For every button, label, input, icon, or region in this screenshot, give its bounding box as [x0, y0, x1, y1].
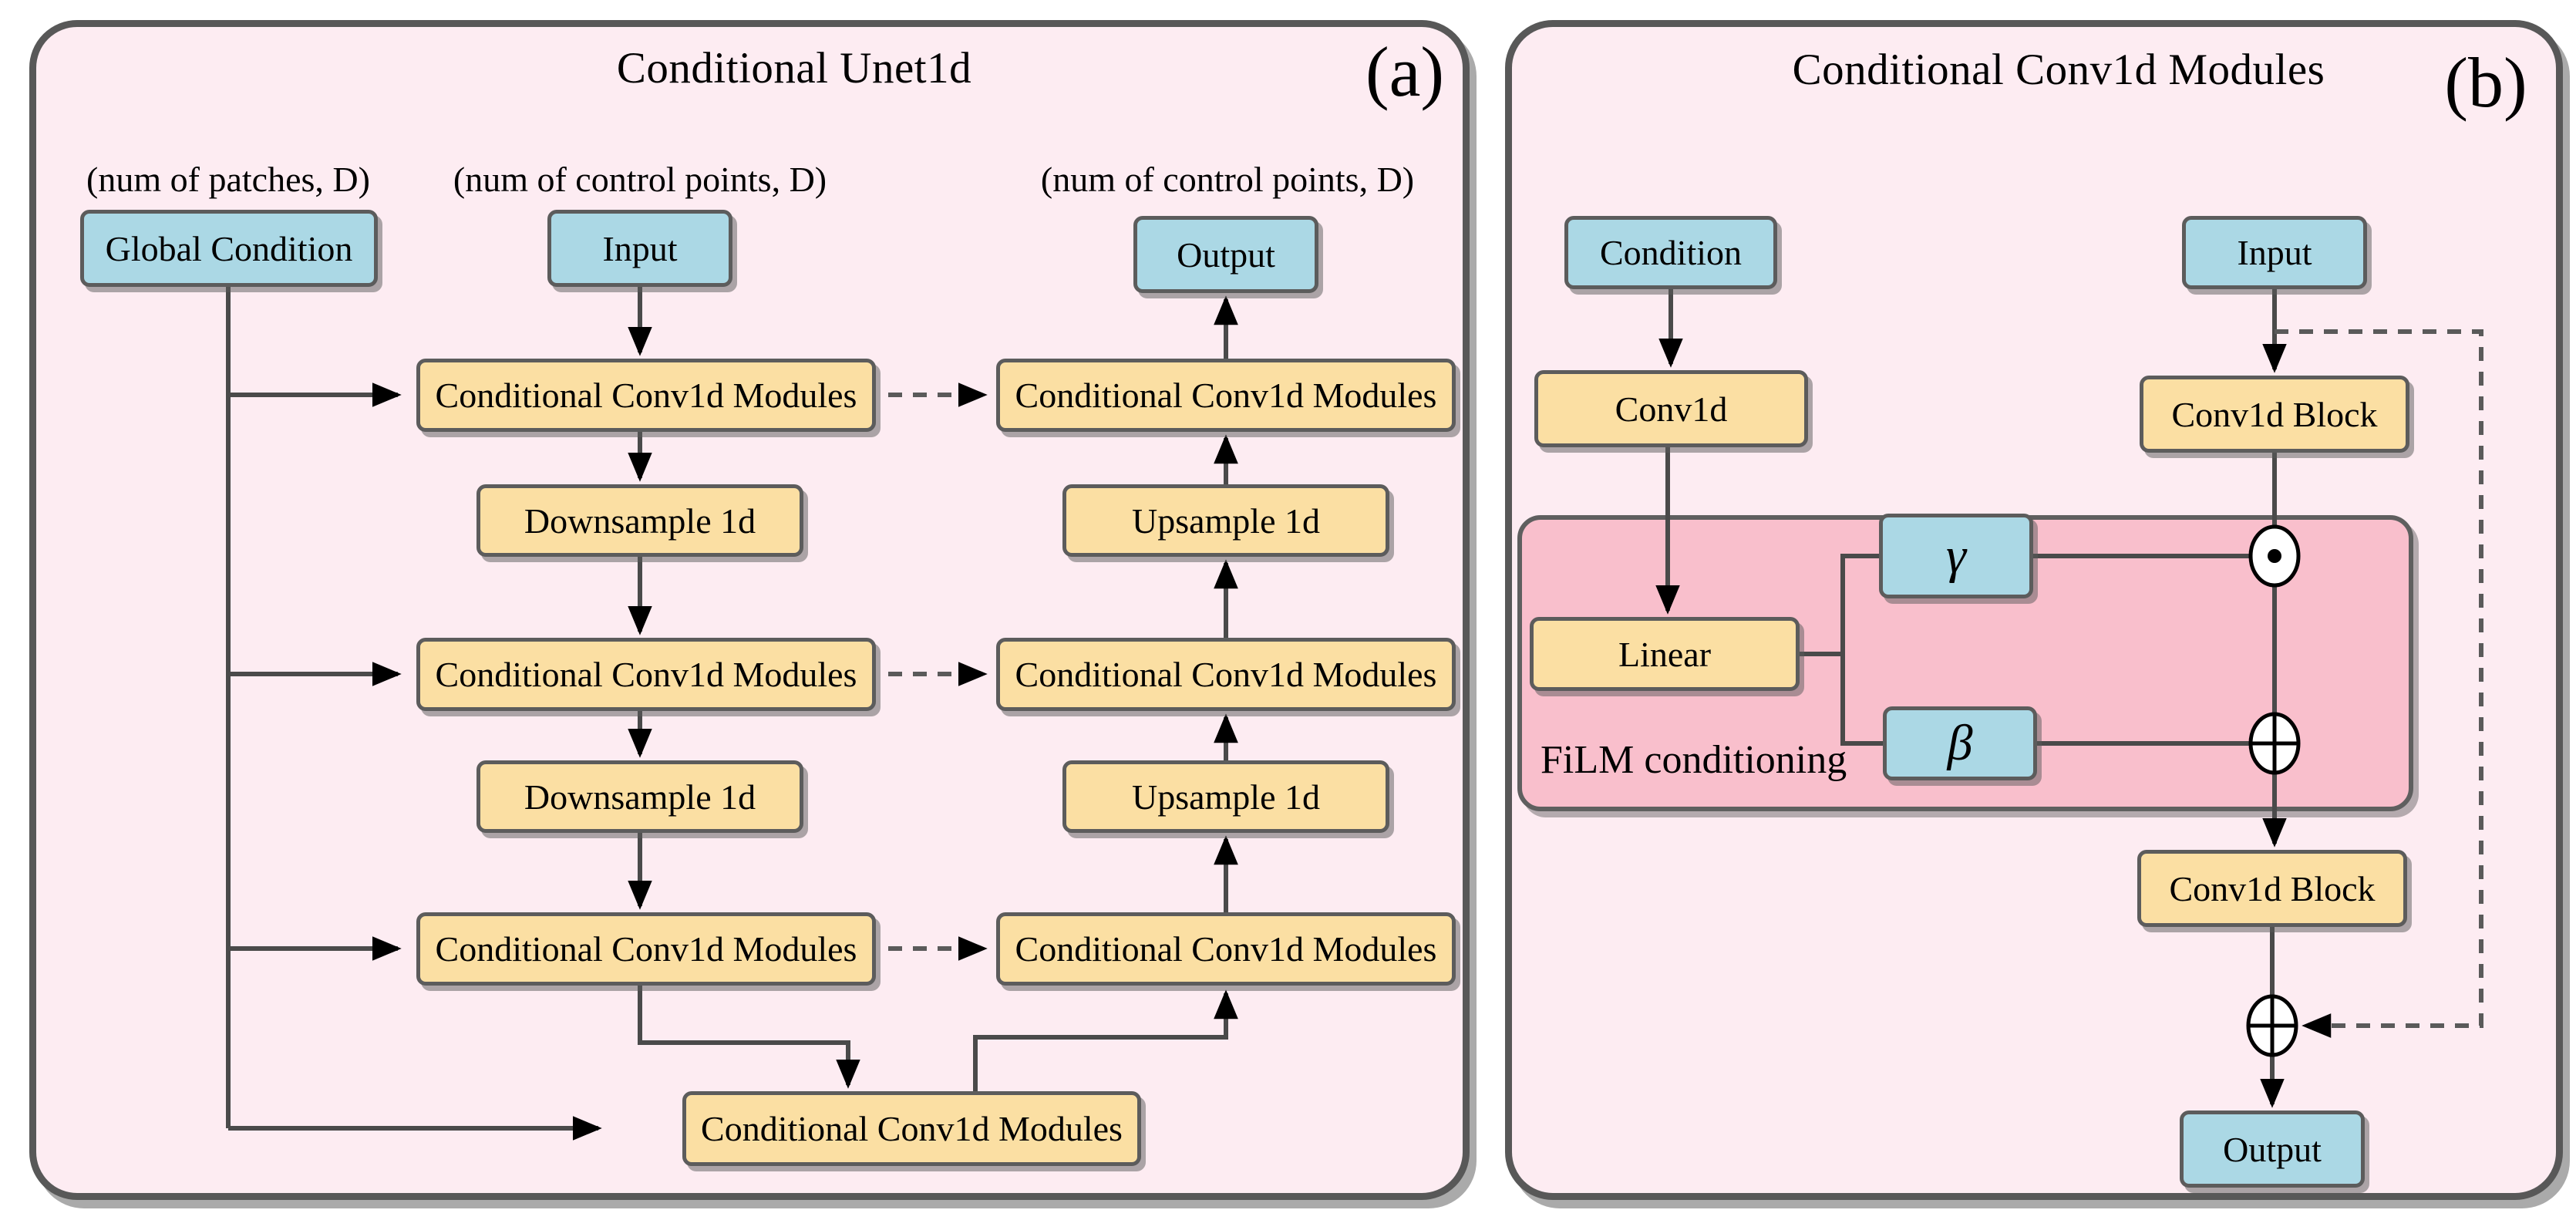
- plus-circle-icon: [2248, 712, 2301, 775]
- bottleneck-connectors: [638, 986, 1238, 1091]
- upsample-2-box: Upsample 1d: [1062, 760, 1389, 833]
- upsample-1-box: Upsample 1d: [1062, 484, 1389, 557]
- panel-a-title: Conditional Unet1d: [616, 44, 972, 93]
- film-conditioning-label: FiLM conditioning: [1541, 738, 1847, 782]
- panel-b-title: Conditional Conv1d Modules: [1792, 45, 2325, 94]
- panel-b-tag: (b): [2444, 43, 2527, 122]
- unet-input-box: Input: [547, 210, 732, 287]
- linear-box: Linear: [1530, 617, 1800, 691]
- conv1d-box: Conv1d: [1534, 370, 1808, 447]
- downsample-2-box: Downsample 1d: [476, 760, 803, 833]
- input-shape-label: (num of control points, D): [453, 160, 827, 199]
- downsample-1-box: Downsample 1d: [476, 484, 803, 557]
- skip-connection-arrows: [888, 383, 988, 961]
- condition-box: Condition: [1564, 216, 1777, 289]
- panel-a-tag: (a): [1365, 32, 1445, 111]
- conv1d-block-top-box: Conv1d Block: [2140, 376, 2409, 453]
- unet-output-box: Output: [1133, 216, 1318, 293]
- decoder-conv-modules-3-box: Conditional Conv1d Modules: [996, 912, 1456, 986]
- decoder-conv-modules-1-box: Conditional Conv1d Modules: [996, 359, 1456, 432]
- module-output-box: Output: [2180, 1110, 2365, 1188]
- encoder-conv-modules-1-box: Conditional Conv1d Modules: [416, 359, 876, 432]
- gamma-box: γ: [1879, 514, 2033, 598]
- residual-dashed-connector: [2275, 329, 2483, 1038]
- encoder-conv-modules-3-box: Conditional Conv1d Modules: [416, 912, 876, 986]
- encoder-conv-modules-2-box: Conditional Conv1d Modules: [416, 638, 876, 711]
- output-shape-label: (num of control points, D): [1040, 160, 1415, 199]
- beta-box: β: [1883, 706, 2037, 780]
- decoder-conv-modules-2-box: Conditional Conv1d Modules: [996, 638, 1456, 711]
- residual-plus-circle-icon: [2246, 994, 2298, 1057]
- global-condition-shape-label: (num of patches, D): [86, 160, 370, 199]
- global-condition-box: Global Condition: [80, 210, 378, 287]
- conv1d-block-bottom-box: Conv1d Block: [2137, 850, 2407, 927]
- multiply-circle-icon: [2248, 524, 2301, 588]
- global-condition-trunk: [226, 287, 602, 1141]
- module-input-box: Input: [2182, 216, 2367, 289]
- bottleneck-conv-modules-box: Conditional Conv1d Modules: [682, 1091, 1141, 1166]
